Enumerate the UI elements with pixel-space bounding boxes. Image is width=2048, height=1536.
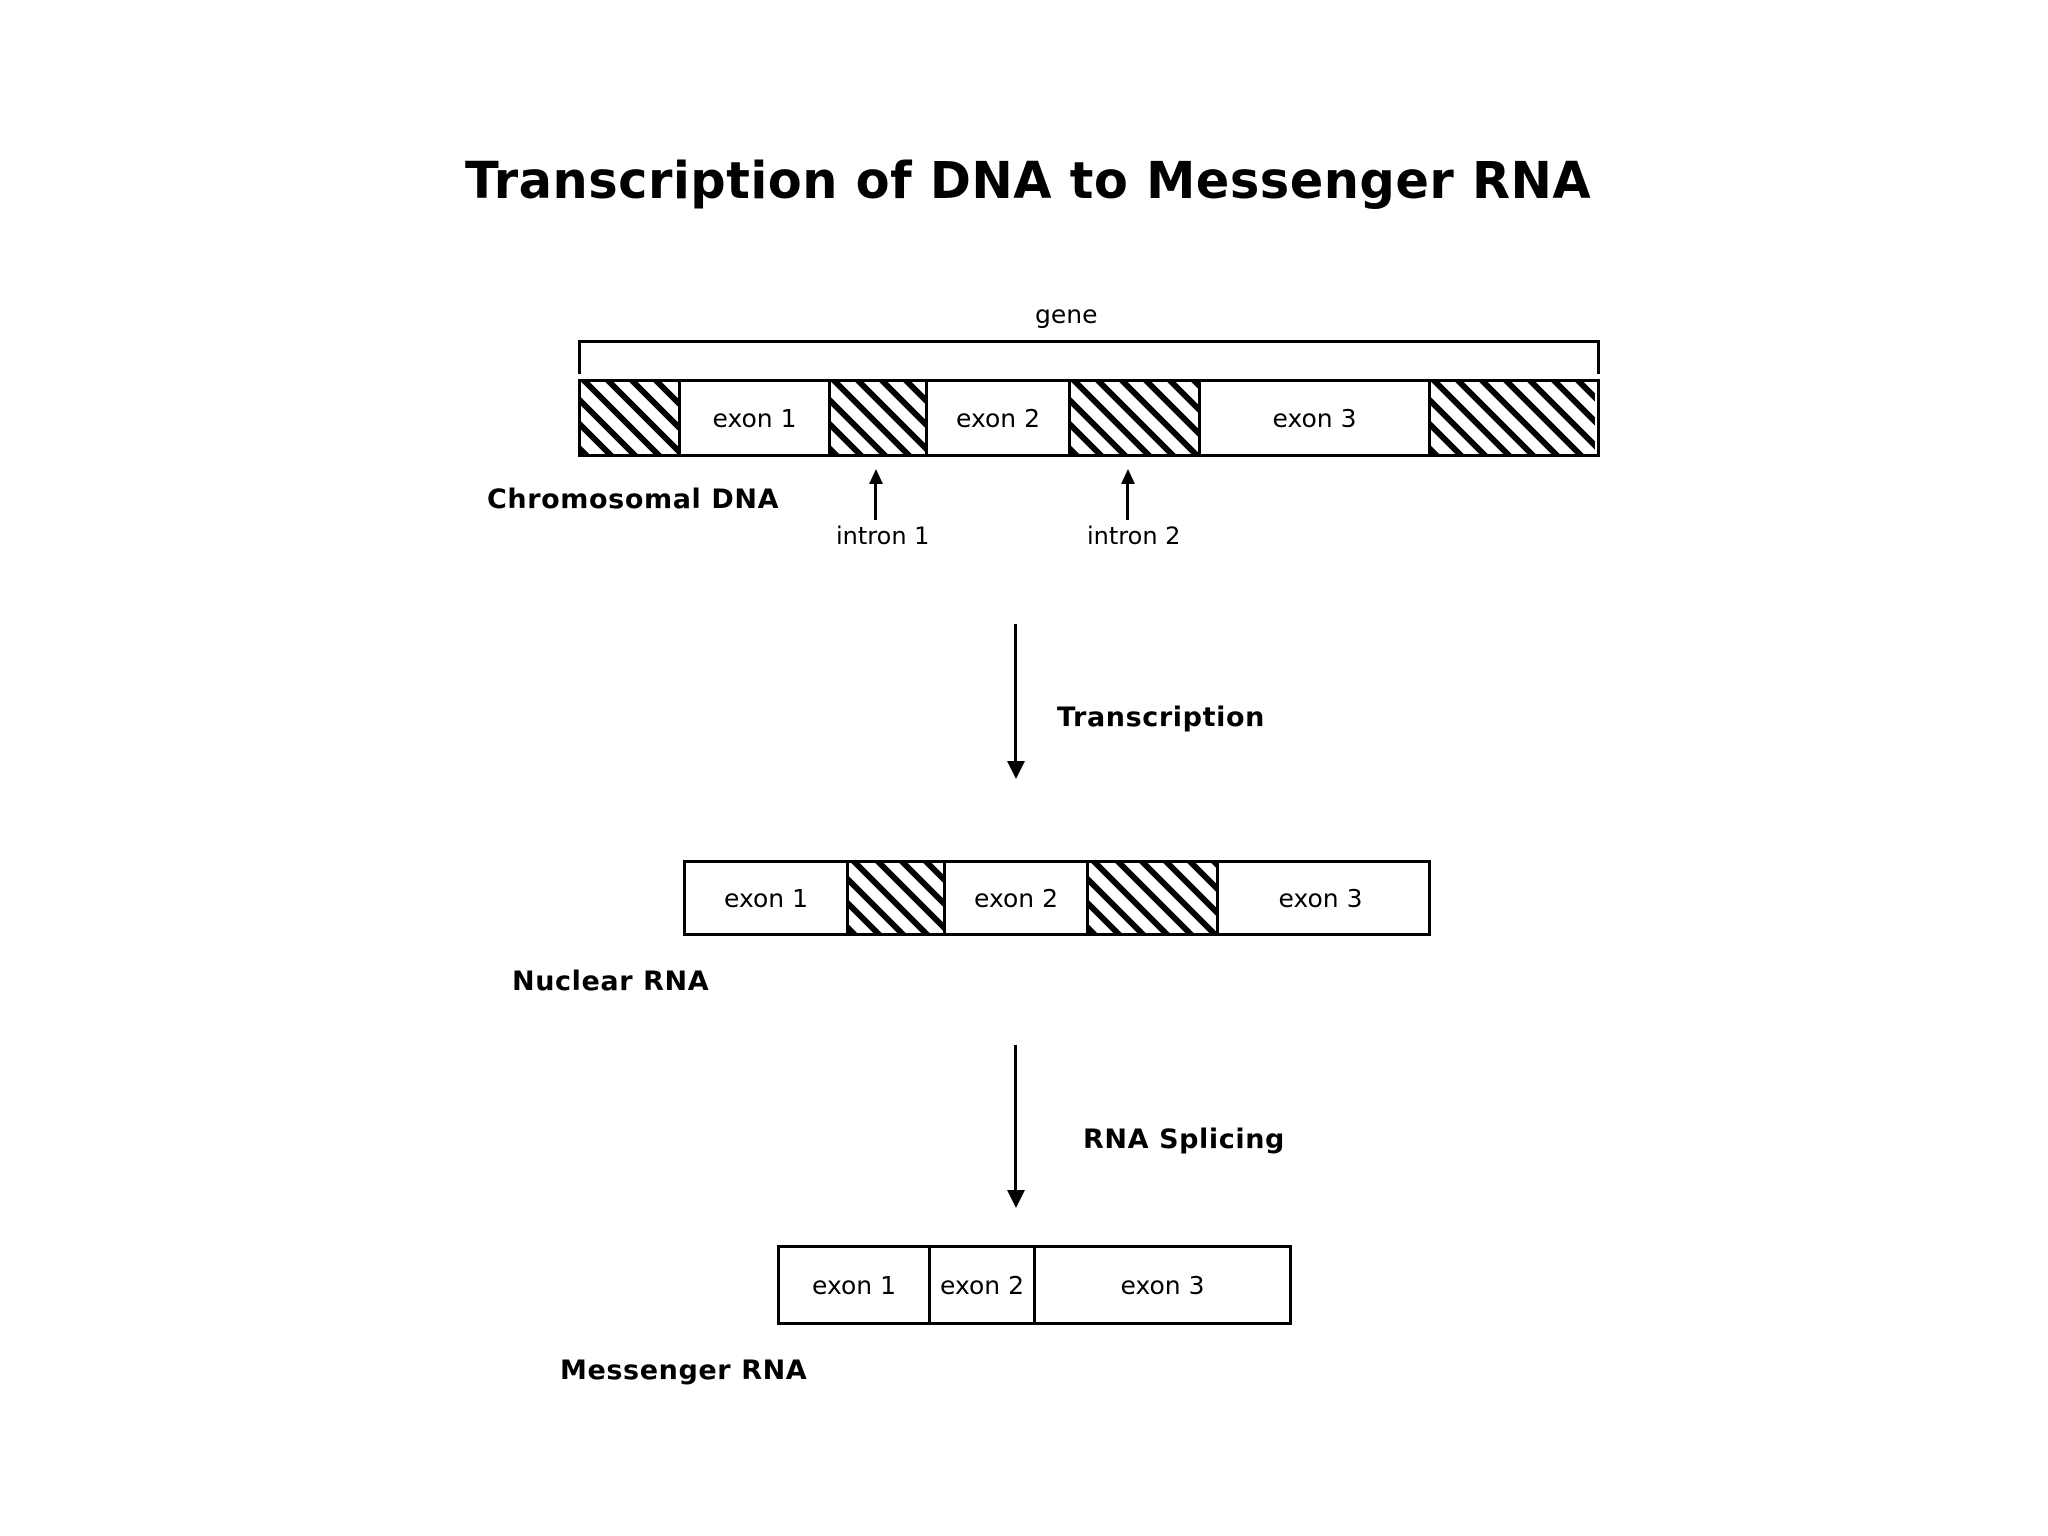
dna-flanking-left: [581, 382, 678, 454]
messenger-rna-bar: exon 1 exon 2 exon 3: [777, 1245, 1292, 1325]
intron-2-arrow-icon: [1126, 482, 1129, 520]
nuclear-rna-label: Nuclear RNA: [512, 966, 710, 997]
dna-intron-1: [828, 382, 925, 454]
nrna-intron-2: [1086, 863, 1216, 933]
intron-2-label: intron 2: [1087, 522, 1181, 550]
rna-splicing-arrow-icon: [1014, 1045, 1017, 1193]
page-title: Transcription of DNA to Messenger RNA: [465, 152, 1592, 211]
gene-bracket-label: gene: [1035, 300, 1098, 329]
mrna-exon-2: exon 2: [928, 1248, 1033, 1322]
transcription-arrow-icon: [1014, 624, 1017, 764]
nrna-exon-3: exon 3: [1216, 863, 1422, 933]
nrna-exon-2: exon 2: [943, 863, 1086, 933]
nuclear-rna-bar: exon 1 exon 2 exon 3: [683, 860, 1431, 936]
messenger-rna-label: Messenger RNA: [560, 1355, 808, 1386]
dna-intron-2: [1068, 382, 1198, 454]
nrna-intron-1: [846, 863, 943, 933]
chromosomal-dna-bar: exon 1 exon 2 exon 3: [578, 379, 1600, 457]
gene-bracket: [578, 340, 1600, 374]
dna-exon-2: exon 2: [925, 382, 1068, 454]
chromosomal-dna-label: Chromosomal DNA: [487, 484, 780, 515]
dna-exon-3: exon 3: [1198, 382, 1428, 454]
mrna-exon-3: exon 3: [1033, 1248, 1289, 1322]
mrna-exon-1: exon 1: [780, 1248, 928, 1322]
dna-exon-1: exon 1: [678, 382, 828, 454]
rna-splicing-label: RNA Splicing: [1083, 1124, 1285, 1155]
transcription-label: Transcription: [1057, 702, 1265, 733]
intron-1-arrow-icon: [874, 482, 877, 520]
intron-1-label: intron 1: [836, 522, 930, 550]
nrna-exon-1: exon 1: [686, 863, 846, 933]
dna-flanking-right: [1428, 382, 1595, 454]
